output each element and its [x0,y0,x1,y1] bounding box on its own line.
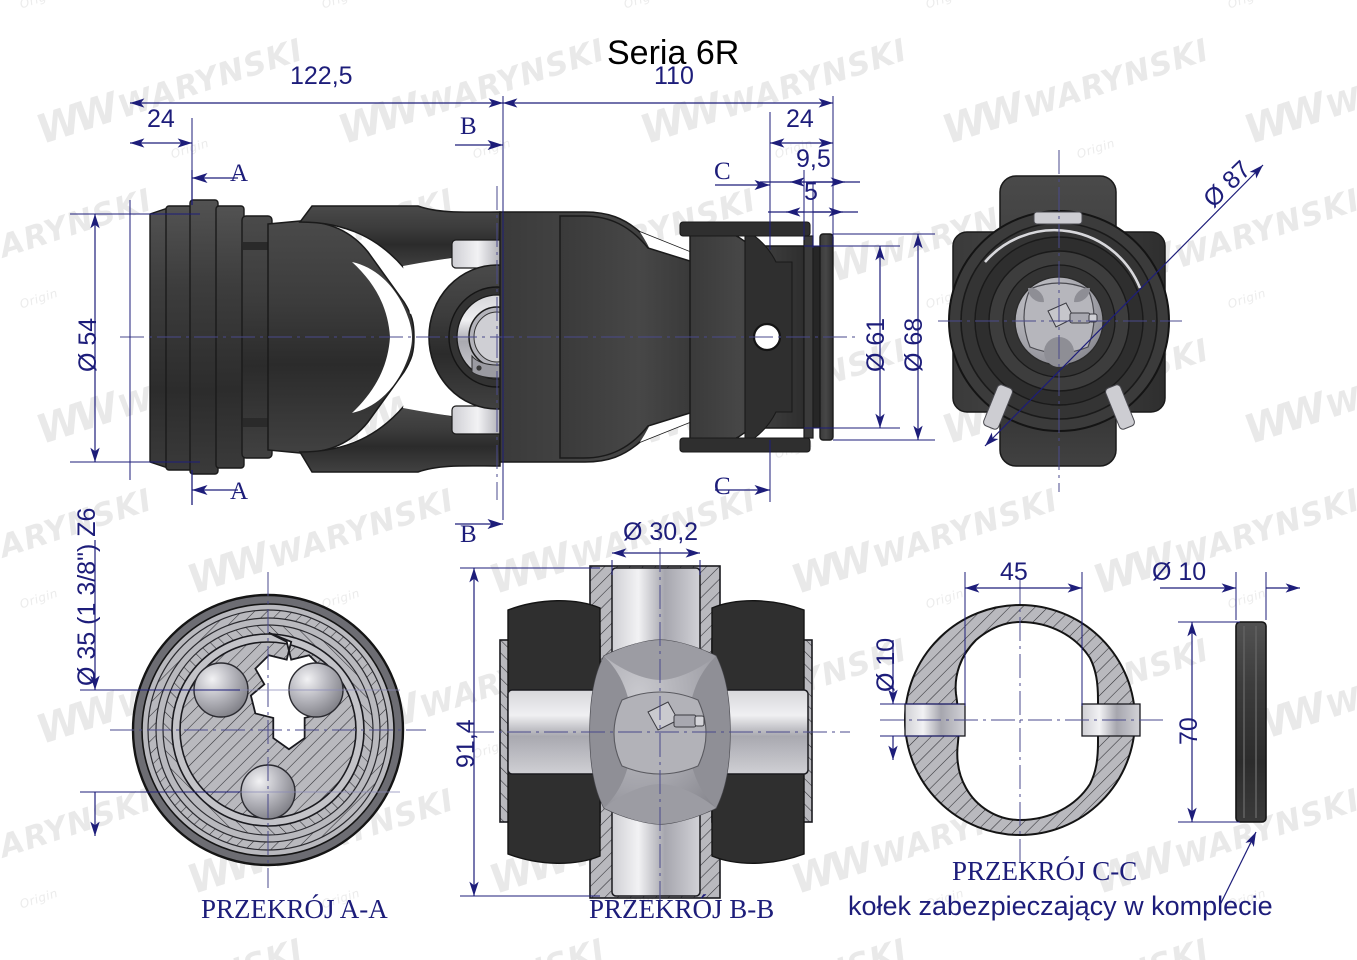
section-aa-geometry [110,572,426,888]
section-cc-geometry [880,580,1267,906]
main-assembly-geometry [120,186,860,500]
front-end-view-geometry [938,150,1264,492]
section-bb-geometry [470,548,850,916]
